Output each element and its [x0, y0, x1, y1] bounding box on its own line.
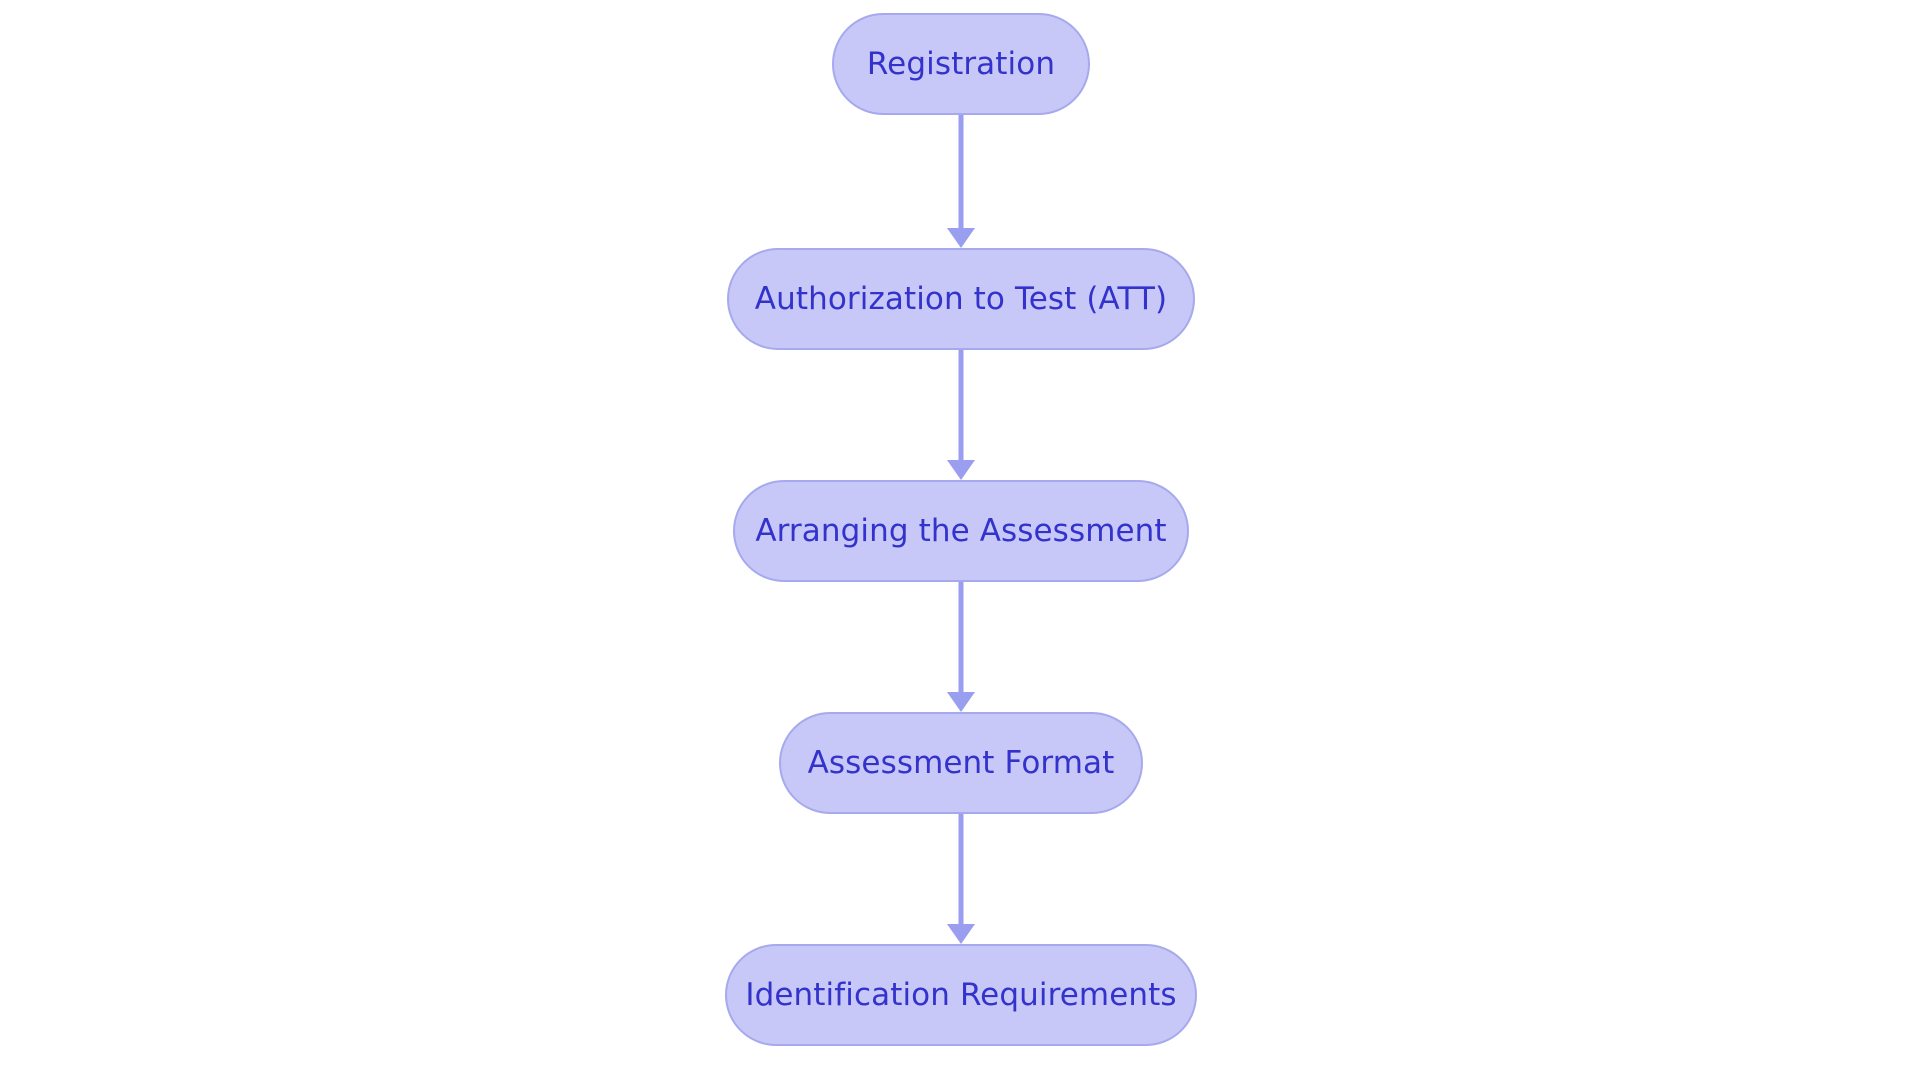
- flow-node-label: Identification Requirements: [745, 976, 1177, 1013]
- flow-node-authorization-to-test[interactable]: Authorization to Test (ATT): [727, 248, 1195, 350]
- edge-arranging-to-format: [947, 582, 975, 712]
- edge-authorization-to-arranging: [947, 350, 975, 480]
- flow-node-label: Registration: [866, 45, 1056, 82]
- flow-node-label: Authorization to Test (ATT): [754, 280, 1168, 317]
- edge-format-to-identification: [947, 814, 975, 944]
- flow-node-identification-requirements[interactable]: Identification Requirements: [725, 944, 1197, 1046]
- flow-node-label: Arranging the Assessment: [755, 512, 1167, 549]
- flow-node-registration[interactable]: Registration: [832, 13, 1090, 115]
- flow-node-label: Assessment Format: [807, 744, 1115, 781]
- flow-node-arranging-the-assessment[interactable]: Arranging the Assessment: [733, 480, 1189, 582]
- flow-node-assessment-format[interactable]: Assessment Format: [779, 712, 1143, 814]
- edge-registration-to-authorization: [947, 115, 975, 248]
